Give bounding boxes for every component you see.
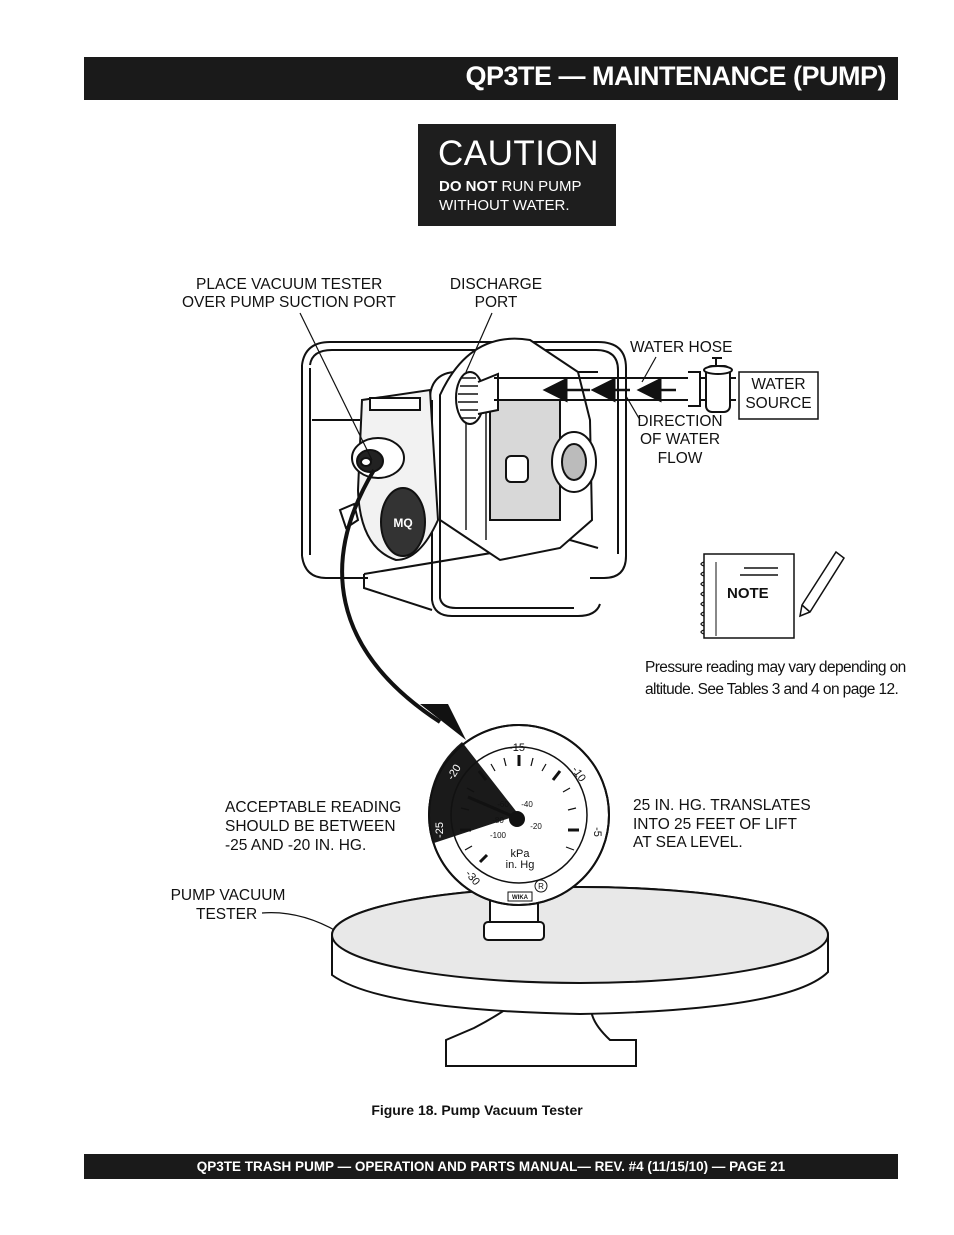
gauge-tick-minus5: -5 <box>591 827 603 837</box>
label-translates-1: 25 IN. HG. TRANSLATES <box>633 797 811 814</box>
pencil-icon <box>799 550 846 618</box>
caution-line-2: WITHOUT WATER. <box>439 197 570 214</box>
gauge-kpa-minus20: -20 <box>530 822 542 831</box>
label-direction-2: OF WATER <box>639 431 721 448</box>
label-discharge-2: PORT <box>474 294 518 311</box>
gauge-brand: WIKA <box>512 895 529 901</box>
vacuum-gauge <box>428 724 610 906</box>
label-translates-2: INTO 25 FEET OF LIFT <box>633 816 797 833</box>
label-acceptable-3: -25 AND -20 IN. HG. <box>225 837 367 854</box>
pump-badge: MQ <box>393 516 412 530</box>
leader-lines <box>261 312 657 933</box>
discharge-port <box>455 371 499 425</box>
label-discharge-1: DISCHARGE <box>449 276 543 293</box>
gauge-tick-minus25: -25 <box>434 822 446 838</box>
gauge-unit-inhg: in. Hg <box>506 859 535 871</box>
pedestal <box>331 886 829 1067</box>
gauge-tick-minus15: -15 <box>509 742 525 754</box>
page-title: QP3TE — MAINTENANCE (PUMP) <box>465 61 886 91</box>
caution-line-1-rest: RUN PUMP <box>497 178 582 195</box>
label-acceptable-2: SHOULD BE BETWEEN <box>225 818 396 835</box>
gauge-kpa-minus60: -60 <box>497 800 509 809</box>
water-hose <box>494 357 736 413</box>
gauge-registered-mark: R <box>538 882 544 891</box>
note-label: NOTE <box>727 585 769 602</box>
note-text: Pressure reading may vary depending on a… <box>645 659 906 698</box>
label-vacuum-tester-2: OVER PUMP SUCTION PORT <box>182 294 396 311</box>
caution-do-not: DO NOT <box>439 178 498 195</box>
water-source-box <box>738 371 819 420</box>
header-bar: QP3TE — MAINTENANCE (PUMP) <box>84 57 898 100</box>
figure-caption: Figure 18. Pump Vacuum Tester <box>371 1102 583 1118</box>
note-pad <box>700 553 795 639</box>
gauge-kpa-minus100: -100 <box>490 831 507 840</box>
caution-title: CAUTION <box>438 134 599 173</box>
footer-bar: QP3TE TRASH PUMP — OPERATION AND PARTS M… <box>84 1154 898 1179</box>
pump-volute <box>338 388 440 562</box>
tester-arrow <box>340 468 442 724</box>
label-water-hose: WATER HOSE <box>630 339 733 356</box>
label-pump-vacuum-2: TESTER <box>196 906 258 923</box>
label-pump-vacuum-1: PUMP VACUUM <box>170 887 286 904</box>
gauge-unit-kpa: kPa <box>511 848 531 860</box>
label-direction-3: FLOW <box>657 450 703 467</box>
pump-engine <box>439 337 597 562</box>
label-translates-3: AT SEA LEVEL. <box>633 834 743 851</box>
tester-arrow-head <box>420 704 466 740</box>
gauge-kpa-minus40: -40 <box>521 800 533 809</box>
gauge-kpa-minus80: -80 <box>492 816 504 825</box>
caution-line-1: DO NOT RUN PUMP <box>439 178 582 195</box>
caution-box: CAUTION DO NOT RUN PUMP WITHOUT WATER. <box>418 124 616 226</box>
label-water-source-2: SOURCE <box>745 395 812 412</box>
label-direction-1: DIRECTION <box>637 413 723 430</box>
label-water-source-1: WATER <box>751 376 806 393</box>
label-acceptable-1: ACCEPTABLE READING <box>225 799 402 816</box>
gauge-labels: -15 -10 -5 -20 -25 -30 -60 -40 -80 -20 -… <box>434 742 603 901</box>
label-vacuum-tester-1: PLACE VACUUM TESTER <box>196 276 383 293</box>
